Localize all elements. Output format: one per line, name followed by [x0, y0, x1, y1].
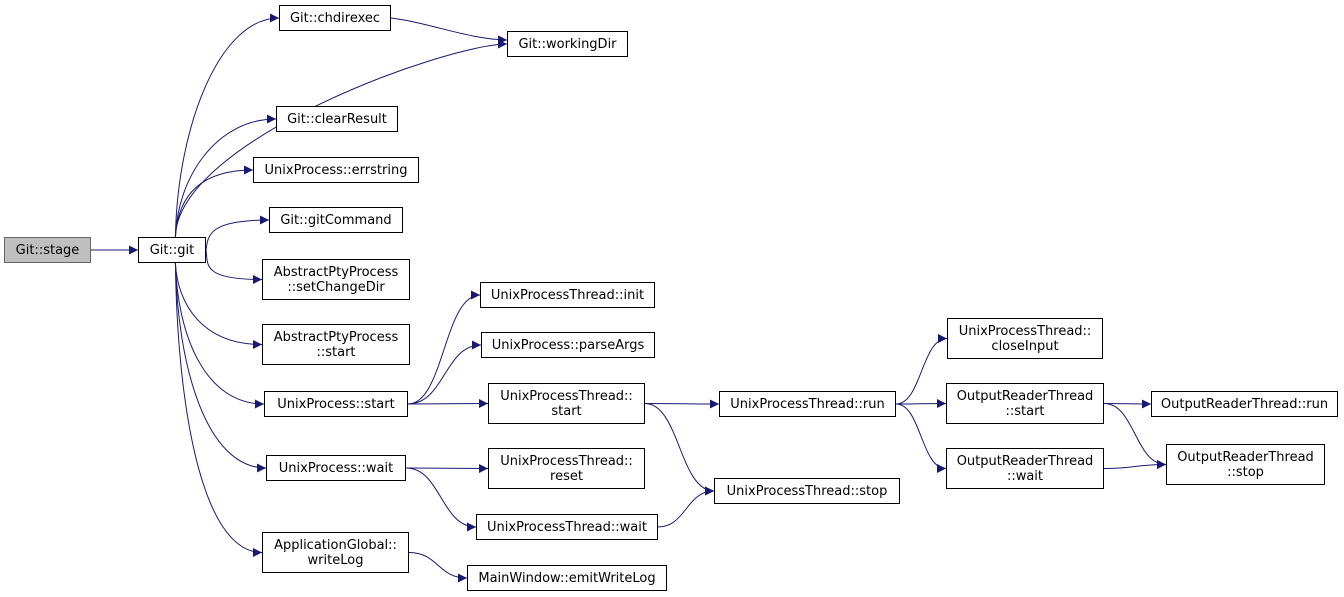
node-unixprocessthread-run[interactable]: UnixProcessThread::run — [719, 391, 896, 417]
node-mainwindow-emitwritelog[interactable]: MainWindow::emitWriteLog — [467, 565, 667, 591]
node-label-line: ::setChangeDir — [287, 279, 385, 295]
edge-uptRun-to-ortWait — [895, 403, 947, 473]
edge-uptStart-to-uptStop — [644, 403, 715, 496]
node-git-clearresult[interactable]: Git::clearResult — [276, 106, 398, 132]
node-label-line: OutputReaderThread — [1177, 449, 1314, 465]
edge-git-to-workingDir — [174, 39, 508, 238]
node-label-line: ::stop — [1227, 464, 1264, 480]
edge-git-to-gitCommand — [205, 215, 270, 251]
node-label-line: ::wait — [1006, 468, 1044, 484]
edge-ortStart-to-ortRun — [1103, 399, 1152, 409]
node-label-line: Git::git — [149, 242, 195, 258]
node-unixprocessthread-stop[interactable]: UnixProcessThread::stop — [714, 478, 900, 504]
node-abstractptyprocess-setchangedir[interactable]: AbstractPtyProcess::setChangeDir — [262, 259, 410, 300]
node-label-line: Git::gitCommand — [280, 212, 392, 228]
node-abstractptyprocess-start[interactable]: AbstractPtyProcess::start — [262, 324, 410, 365]
node-git-gitcommand[interactable]: Git::gitCommand — [269, 207, 403, 233]
node-label-line: ::start — [316, 344, 356, 360]
node-unixprocessthread-reset[interactable]: UnixProcessThread::reset — [488, 448, 645, 489]
node-label-line: AbstractPtyProcess — [273, 329, 399, 345]
node-unixprocessthread-init[interactable]: UnixProcessThread::init — [480, 282, 655, 308]
node-label-line: Git::stage — [15, 242, 80, 258]
edge-git-to-errstring — [174, 165, 254, 238]
node-label-line: UnixProcessThread::stop — [726, 483, 888, 499]
node-label-line: AbstractPtyProcess — [273, 264, 399, 280]
node-label-line: UnixProcess::errstring — [264, 162, 408, 178]
node-label-line: OutputReaderThread::run — [1160, 396, 1329, 412]
node-label-line: ::start — [1005, 403, 1045, 419]
node-git-git[interactable]: Git::git — [138, 237, 206, 263]
node-git-workingdir[interactable]: Git::workingDir — [507, 31, 628, 57]
edge-uptRun-to-closeInput — [895, 334, 948, 405]
edge-ortWait-to-ortStop — [1103, 460, 1167, 470]
node-label-line: UnixProcessThread::init — [490, 287, 645, 303]
edge-git-to-chdirexec — [174, 13, 280, 238]
edge-git-to-setChangeDir — [205, 249, 263, 284]
edge-upWait-to-uptWait — [405, 467, 477, 532]
edge-uptWait-to-uptStop — [657, 486, 715, 528]
node-label-line: UnixProcessThread:: — [500, 388, 633, 404]
node-label-line: OutputReaderThread — [956, 388, 1094, 404]
node-label-line: UnixProcess::parseArgs — [491, 337, 645, 353]
node-unixprocess-errstring[interactable]: UnixProcess::errstring — [253, 157, 419, 183]
edge-git-to-aptStart — [174, 262, 263, 349]
edge-upWait-to-uptReset — [405, 463, 489, 473]
edge-chdirexec-to-workingDir — [390, 17, 508, 45]
node-unixprocessthread-closeinput[interactable]: UnixProcessThread::closeInput — [947, 318, 1103, 359]
node-label-line: UnixProcessThread::wait — [487, 519, 647, 535]
node-unixprocessthread-start[interactable]: UnixProcessThread::start — [488, 383, 645, 424]
edge-uptStart-to-uptRun — [644, 399, 720, 409]
node-label-line: Git::workingDir — [518, 36, 617, 52]
node-label-line: MainWindow::emitWriteLog — [478, 570, 656, 586]
node-label-line: writeLog — [307, 552, 364, 568]
node-unixprocess-parseargs[interactable]: UnixProcess::parseArgs — [481, 332, 655, 358]
node-git-stage: Git::stage — [4, 237, 91, 263]
edge-upStart-to-uptStart — [407, 399, 489, 409]
edge-uptRun-to-ortStart — [895, 399, 947, 409]
node-label-line: ApplicationGlobal:: — [274, 537, 397, 553]
node-label-line: Git::chdirexec — [289, 10, 381, 26]
edge-ortStart-to-ortStop — [1103, 403, 1167, 469]
node-unixprocess-wait[interactable]: UnixProcess::wait — [266, 455, 406, 481]
node-outputreaderthread-stop[interactable]: OutputReaderThread::stop — [1166, 444, 1325, 485]
node-label-line: UnixProcess::wait — [278, 460, 394, 476]
node-label-line: reset — [550, 468, 583, 484]
node-label-line: UnixProcessThread::run — [730, 396, 885, 412]
node-outputreaderthread-wait[interactable]: OutputReaderThread::wait — [946, 448, 1104, 489]
edge-git-to-upWait — [174, 262, 267, 473]
node-label-line: closeInput — [991, 338, 1059, 354]
edge-git-to-clearResult — [174, 114, 277, 238]
edge-upStart-to-parseArgs — [407, 340, 482, 405]
node-label-line: UnixProcessThread:: — [500, 453, 633, 469]
edge-git-to-upStart — [174, 262, 265, 409]
node-unixprocessthread-wait[interactable]: UnixProcessThread::wait — [476, 514, 658, 540]
node-unixprocess-start[interactable]: UnixProcess::start — [264, 391, 408, 417]
node-label-line: UnixProcessThread:: — [958, 323, 1092, 339]
edge-writeLog-to-emitWriteLog — [408, 552, 468, 583]
edge-git-to-writeLog — [174, 262, 263, 557]
node-label-line: OutputReaderThread — [956, 453, 1094, 469]
node-outputreaderthread-start[interactable]: OutputReaderThread::start — [946, 383, 1104, 424]
node-label-line: UnixProcess::start — [277, 396, 395, 412]
node-git-chdirexec[interactable]: Git::chdirexec — [279, 5, 391, 31]
node-label-line: Git::clearResult — [287, 111, 387, 127]
edge-upStart-to-uptInit — [407, 290, 481, 405]
node-applicationglobal-writelog[interactable]: ApplicationGlobal::writeLog — [262, 532, 409, 573]
node-label-line: start — [551, 403, 582, 419]
node-outputreaderthread-run[interactable]: OutputReaderThread::run — [1151, 391, 1338, 417]
